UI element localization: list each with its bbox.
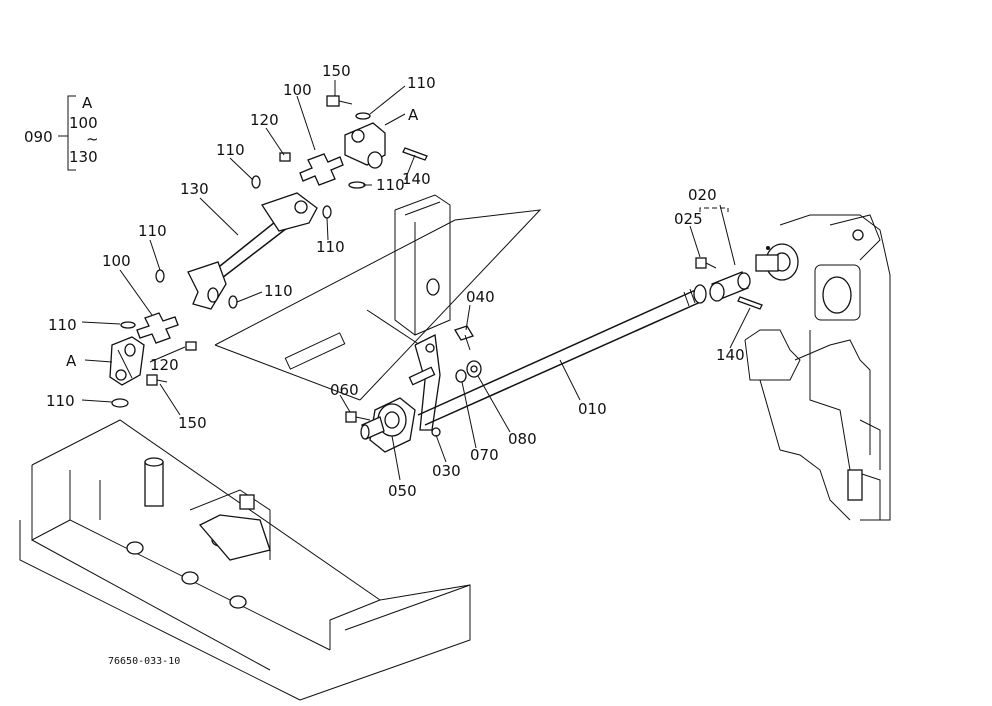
callout-110-mid: 110 <box>376 176 405 194</box>
callout-040: 040 <box>466 288 495 306</box>
callout-120-low: 120 <box>150 356 179 374</box>
callout-a-top: A <box>408 106 419 124</box>
universal-joint-lower <box>109 312 197 408</box>
callout-140-right: 140 <box>716 346 745 364</box>
callout-110-low: 110 <box>316 238 345 256</box>
callout-110-left: 110 <box>216 141 245 159</box>
chassis-frame <box>19 419 471 701</box>
callout-030: 030 <box>432 462 461 480</box>
engine-block <box>744 214 891 521</box>
callout-140-top: 140 <box>402 170 431 188</box>
group-label-100: 100 <box>69 114 98 132</box>
callout-a-low: A <box>66 352 77 370</box>
callout-070: 070 <box>470 446 499 464</box>
callout-060: 060 <box>330 381 359 399</box>
callout-050: 050 <box>388 482 417 500</box>
drawing-number: 76650-033-10 <box>108 656 180 667</box>
leader-lines <box>81 80 751 481</box>
callout-025: 025 <box>674 210 703 228</box>
group-label-130: 130 <box>69 148 98 166</box>
callout-010: 010 <box>578 400 607 418</box>
callout-100-top: 100 <box>283 81 312 99</box>
callout-120-top: 120 <box>250 111 279 129</box>
group-bracket-090 <box>58 95 76 171</box>
mounting-plate <box>214 194 542 437</box>
callout-110-c: 110 <box>48 316 77 334</box>
bearing-assembly <box>345 325 482 453</box>
callout-100-low: 100 <box>102 252 131 270</box>
intermediate-shaft <box>155 192 318 310</box>
group-label-a: A <box>82 94 93 112</box>
callout-110-top: 110 <box>407 74 436 92</box>
callout-150-low: 150 <box>178 414 207 432</box>
callout-110-a: 110 <box>138 222 167 240</box>
group-label-tilde: ~ <box>86 130 99 148</box>
callout-080: 080 <box>508 430 537 448</box>
callout-110-b: 110 <box>264 282 293 300</box>
callout-110-d: 110 <box>46 392 75 410</box>
callout-130: 130 <box>180 180 209 198</box>
universal-joint-upper <box>251 95 428 219</box>
callout-150-top: 150 <box>322 62 351 80</box>
group-label-090: 090 <box>24 128 53 146</box>
callout-020: 020 <box>688 186 717 204</box>
part-labels: A 100 ~ 130 090 150 110 A 100 120 110 14… <box>24 62 745 667</box>
